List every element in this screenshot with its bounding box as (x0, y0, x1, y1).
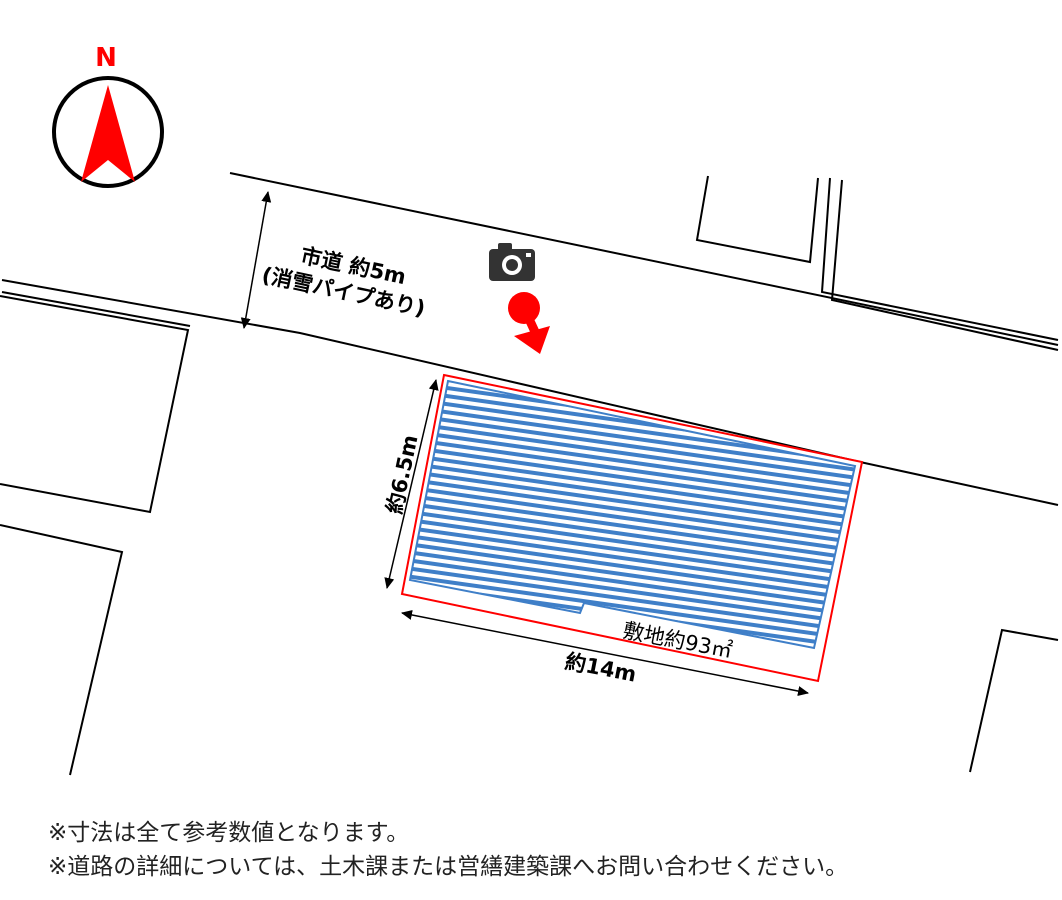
note-road-inquiry: ※道路の詳細については、土木課または営繕建築課へお問い合わせください。 (48, 854, 849, 880)
site-depth-dimension (384, 379, 439, 589)
road-south-edge-inner (1, 291, 191, 327)
site-width-label: 約14m (563, 649, 638, 686)
site-depth-label: 約6.5m (382, 433, 422, 516)
building-west-1 (0, 295, 190, 514)
notes: ※寸法は全て参考数値となります。 ※道路の詳細については、土木課または営繕建築課… (48, 816, 848, 884)
building-west-2 (0, 524, 124, 776)
north-arrow-icon (81, 85, 135, 182)
compass: N (52, 43, 164, 188)
building-east (969, 628, 1059, 773)
road-south-edge (1, 279, 1059, 506)
building-north-2-inner (830, 179, 1059, 351)
neighbor-buildings (0, 175, 1059, 776)
compass-label: N (95, 43, 117, 73)
site-width-dimension (401, 610, 809, 696)
view-direction-arrow-icon (514, 306, 550, 354)
building-north-1 (695, 175, 819, 264)
note-dimensions: ※寸法は全て参考数値となります。 (48, 820, 410, 846)
road-north-edge (229, 172, 1059, 346)
road-width-dimension (240, 191, 272, 329)
site-parcel (400, 373, 864, 683)
site-map: N 市道 約5m (消雪パイプあり) 約6.5m 約14m 敷地約93㎡ (0, 43, 1059, 776)
road-edges (1, 172, 1059, 506)
road-label: 市道 約5m (消雪パイプあり) (260, 243, 428, 320)
building-north-2 (820, 177, 1059, 341)
camera-icon (489, 243, 535, 281)
